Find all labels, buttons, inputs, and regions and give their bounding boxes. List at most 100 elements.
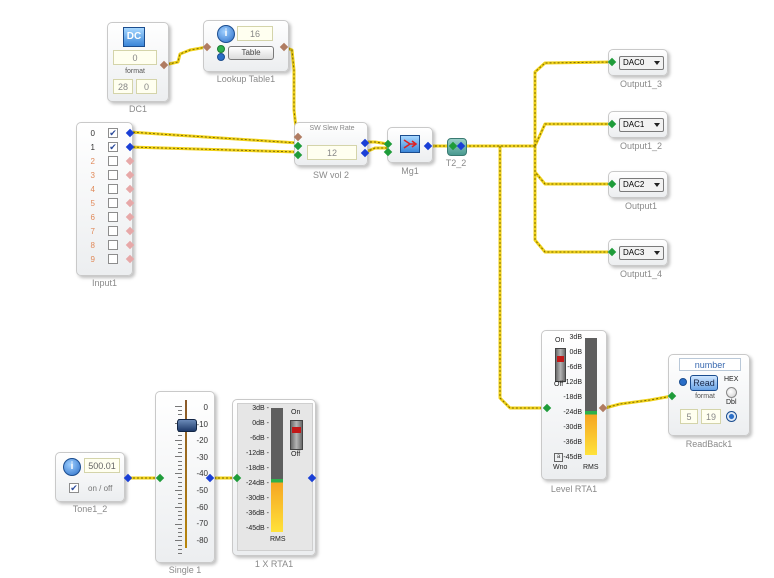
input-channel-output-pin[interactable] (125, 254, 135, 264)
tone-caption: Tone1_2 (72, 504, 108, 514)
level-rta-wno-label: Wno (553, 464, 568, 471)
single-scale-tick (175, 506, 182, 508)
output-block-dac2[interactable]: DAC2 (608, 171, 668, 198)
level-rta-meter (585, 338, 597, 455)
input-channel-checkbox[interactable]: ✔ (108, 142, 118, 152)
input-channel-checkbox[interactable] (108, 240, 118, 250)
dc-block[interactable]: DC 0 format 28 0 (107, 22, 169, 102)
input-channel-checkbox[interactable] (108, 254, 118, 264)
dac2-select[interactable]: DAC2 (619, 178, 664, 192)
dc-caption: DC1 (128, 104, 147, 114)
rta-1x-scale-label: -24dB - (246, 480, 269, 487)
single-scale-tick (175, 439, 182, 441)
lookup-value-field[interactable]: 16 (237, 26, 273, 41)
level-rta-scale-label: -24dB (563, 409, 582, 416)
readback-hex-label: HEX (724, 376, 739, 383)
input-channel-checkbox[interactable] (108, 184, 118, 194)
dac1-select[interactable]: DAC1 (619, 118, 664, 132)
tone-frequency-field[interactable]: 500.01 (84, 458, 120, 473)
input-channel-checkbox[interactable] (108, 226, 118, 236)
single-scale-tick (178, 536, 182, 538)
single-scale-label: -70 (196, 519, 208, 529)
output-block-dac0[interactable]: DAC0 (608, 49, 668, 76)
sw-vol-value-field[interactable]: 12 (307, 145, 357, 160)
single-scale-tick (178, 498, 182, 500)
rta-1x-off-label: Off (291, 451, 301, 458)
input-channel-output-pin[interactable] (125, 212, 135, 222)
dac3-select[interactable]: DAC3 (619, 246, 664, 260)
input-channel-output-pin[interactable] (125, 240, 135, 250)
tone-onoff-checkbox[interactable]: ✔ (69, 483, 79, 493)
read-button[interactable]: Read (690, 375, 718, 391)
tone-output-pin[interactable] (123, 473, 133, 483)
single-scale-label: -80 (196, 535, 208, 545)
rta-1x-scale-label: -18dB - (246, 465, 269, 472)
input-channel-checkbox[interactable] (108, 156, 118, 166)
single-scale-label: -10 (196, 419, 208, 429)
input-channel-checkbox[interactable]: ✔ (108, 128, 118, 138)
rta-1x-scale-label: 3dB - (252, 405, 269, 412)
input-channel-output-pin[interactable] (125, 198, 135, 208)
input-channel-number: 5 (90, 199, 95, 208)
dc-value-field[interactable]: 0 (113, 50, 157, 65)
rta-1x-scale-label: 0dB - (252, 420, 269, 427)
output-dac2-caption: Output1 (624, 201, 658, 211)
input-channel-checkbox[interactable] (108, 170, 118, 180)
info-icon: i (217, 25, 235, 43)
level-rta-toggle[interactable] (555, 348, 566, 382)
input-channel-output-pin[interactable] (125, 226, 135, 236)
fader-handle[interactable] (177, 419, 197, 432)
single-scale-tick (178, 469, 182, 470)
dac0-select[interactable]: DAC0 (619, 56, 664, 70)
single-scale-label: -40 (196, 469, 208, 479)
level-rta-off-label: Off (554, 381, 564, 388)
dbl-radio[interactable] (726, 411, 737, 422)
table-button[interactable]: Table (228, 46, 274, 60)
wno-checkbox[interactable]: a (554, 453, 563, 462)
level-rta-caption: Level RTA1 (550, 484, 598, 494)
level-rta-scale-label: 3dB (569, 334, 582, 341)
single-scale-tick (178, 532, 182, 533)
single-scale-tick (178, 527, 182, 529)
rta-1x-scale-label: -30dB - (246, 495, 269, 502)
readback-field-a[interactable]: 5 (680, 409, 698, 424)
output-block-dac3[interactable]: DAC3 (608, 239, 668, 266)
input-channel-output-pin[interactable] (125, 142, 135, 152)
readback-field-b[interactable]: 19 (701, 409, 721, 424)
input-channel-number: 2 (90, 157, 95, 166)
rta-1x-on-label: On (291, 409, 301, 416)
input-channel-output-pin[interactable] (125, 128, 135, 138)
level-rta-scale-label: 0dB (569, 349, 582, 356)
sw-vol-block[interactable]: SW Slew Rate 12 (294, 122, 368, 166)
dc-field-a[interactable]: 28 (113, 79, 133, 94)
single-slider-block[interactable]: 0-10-20-30-40-50-60-70-80 (155, 391, 215, 563)
single-scale-label: -50 (196, 486, 208, 495)
hex-radio[interactable] (726, 387, 737, 398)
input-channel-output-pin[interactable] (125, 170, 135, 180)
rta-1x-block[interactable]: 3dB -0dB --6dB --12dB --18dB --24dB --30… (232, 399, 316, 556)
single-scale-tick (178, 502, 182, 504)
input-channel-output-pin[interactable] (125, 184, 135, 194)
output-block-dac1[interactable]: DAC1 (608, 111, 668, 138)
input-channel-output-pin[interactable] (125, 156, 135, 166)
single-scale-tick (178, 460, 182, 462)
single-scale-tick (175, 523, 182, 525)
input-channel-checkbox[interactable] (108, 198, 118, 208)
rta-1x-scale-label: -45dB - (246, 525, 269, 532)
input-channel-number: 4 (90, 185, 95, 194)
input-channel-checkbox[interactable] (108, 212, 118, 222)
tone-block[interactable]: i 500.01 ✔ on / off (55, 452, 125, 502)
rta-1x-scale-label: -12dB - (246, 450, 269, 457)
dc-field-b[interactable]: 0 (136, 79, 157, 94)
single-scale-tick (178, 494, 182, 496)
level-rta-scale-label: -45dB (563, 454, 582, 461)
single-scale-tick (178, 548, 182, 550)
readback-block[interactable]: number Read HEX format Dbl 5 19 (668, 354, 750, 436)
lookup-table-block[interactable]: i 16 Table (203, 20, 289, 72)
single-scale-label: -20 (196, 436, 208, 446)
dc-icon: DC (123, 27, 145, 47)
rta-1x-toggle[interactable] (290, 420, 303, 450)
level-rta-scale-label: -18dB (563, 394, 582, 401)
